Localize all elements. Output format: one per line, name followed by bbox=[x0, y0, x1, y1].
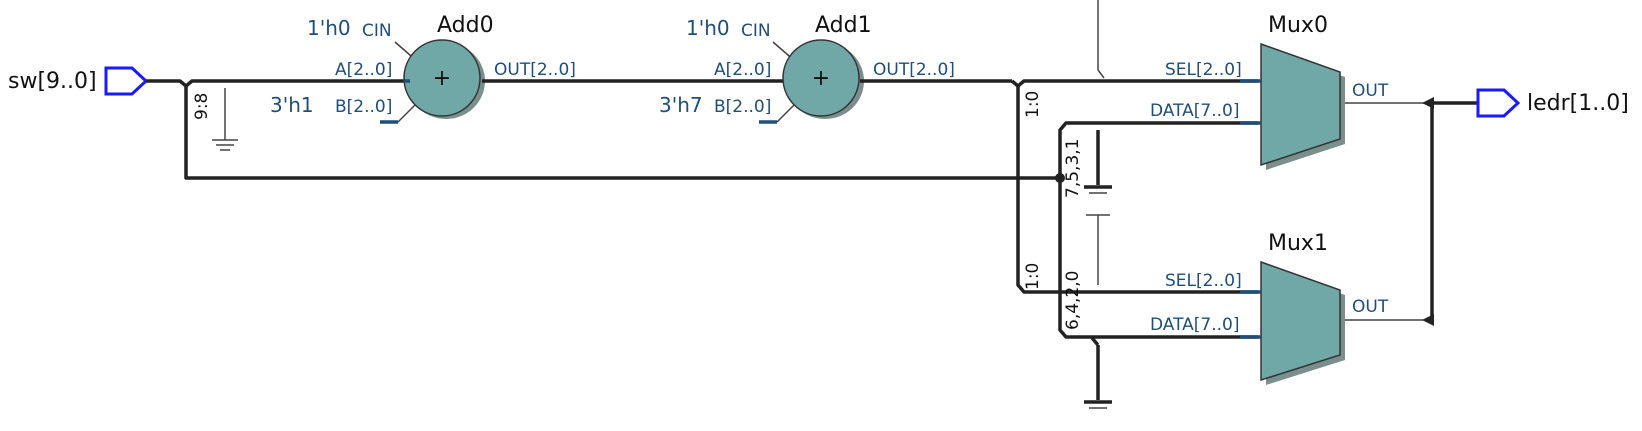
add1-a-label: A[2..0] bbox=[714, 60, 771, 80]
add0-b-label: B[2..0] bbox=[335, 97, 392, 117]
mux1-sel-label: SEL[2..0] bbox=[1165, 271, 1242, 291]
add0-cin-label: CIN bbox=[362, 21, 392, 41]
output-port-icon bbox=[1476, 88, 1521, 118]
add1-plus-icon: + bbox=[812, 66, 830, 91]
adder-add1[interactable]: Add1 1'h0 CIN A[2..0] 3'h7 B[2..0] + OUT… bbox=[659, 13, 955, 124]
add1-body bbox=[782, 39, 860, 117]
output-port-ledr[interactable]: ledr[1..0] bbox=[1476, 88, 1629, 118]
wire-data-mux1 bbox=[1058, 178, 1258, 339]
add1-b-const: 3'h7 bbox=[659, 93, 703, 117]
mux1-data-label: DATA[7..0] bbox=[1150, 315, 1240, 335]
add1-cin-label: CIN bbox=[741, 21, 771, 41]
add1-title: Add1 bbox=[815, 13, 872, 38]
ground-sw-tap bbox=[212, 88, 238, 151]
wire-sel-mux0 bbox=[1010, 79, 1258, 88]
add0-plus-icon: + bbox=[433, 66, 451, 91]
bus-arrow-top bbox=[1422, 97, 1434, 109]
add0-title: Add0 bbox=[437, 13, 494, 38]
ground-mux0-data bbox=[1084, 130, 1112, 194]
wire-output-bus bbox=[1430, 101, 1478, 320]
add0-a-label: A[2..0] bbox=[335, 60, 392, 80]
ground-mux1-data bbox=[1084, 345, 1112, 409]
add0-body bbox=[403, 39, 481, 117]
mux1-title: Mux1 bbox=[1268, 231, 1328, 256]
wire-data-vertical bbox=[1058, 121, 1258, 178]
bus-arrow-bottom bbox=[1422, 314, 1434, 326]
mux0-title: Mux0 bbox=[1268, 13, 1328, 38]
add1-b-label: B[2..0] bbox=[714, 97, 771, 117]
input-port-icon bbox=[104, 66, 149, 96]
add0-cin-const: 1'h0 bbox=[307, 16, 351, 40]
input-port-sw[interactable]: sw[9..0] bbox=[8, 66, 149, 96]
mux1-out-label: OUT bbox=[1352, 297, 1389, 317]
wire-sw-to-add0 bbox=[184, 79, 410, 88]
input-port-label: sw[9..0] bbox=[8, 69, 97, 94]
mux0-out-label: OUT bbox=[1352, 81, 1389, 101]
wire-sel-bus-vertical bbox=[1016, 86, 1258, 294]
adder-add0[interactable]: Add0 1'h0 CIN A[2..0] 3'h1 B[2..0] + OUT… bbox=[270, 13, 576, 124]
mux0-data-label: DATA[7..0] bbox=[1150, 101, 1240, 121]
tap-label-mux0-data: 7,5,3,1 bbox=[1063, 139, 1083, 198]
mux-mux0[interactable]: Mux0 SEL[2..0] DATA[7..0] OUT bbox=[1150, 13, 1389, 170]
tap-label-sw-high: 9:8 bbox=[192, 93, 212, 120]
mux-mux1[interactable]: Mux1 SEL[2..0] DATA[7..0] OUT bbox=[1150, 231, 1389, 385]
add1-cin-const: 1'h0 bbox=[686, 16, 730, 40]
mux0-sel-label: SEL[2..0] bbox=[1165, 60, 1242, 80]
tap-label-mux1-data: 6,4,2,0 bbox=[1063, 271, 1083, 330]
wire-ground-bend bbox=[1090, 336, 1100, 347]
wire-top-feed-bend bbox=[1097, 69, 1105, 79]
mux1-body bbox=[1260, 260, 1341, 382]
tap-label-mux0-sel: 1:0 bbox=[1023, 91, 1043, 118]
add0-out-label: OUT[2..0] bbox=[494, 60, 576, 80]
bus-junction-dot bbox=[1055, 173, 1065, 183]
add1-out-label: OUT[2..0] bbox=[873, 60, 955, 80]
output-port-label: ledr[1..0] bbox=[1527, 91, 1629, 116]
add0-b-const: 3'h1 bbox=[270, 93, 314, 117]
tap-label-mux1-sel: 1:0 bbox=[1023, 263, 1043, 290]
